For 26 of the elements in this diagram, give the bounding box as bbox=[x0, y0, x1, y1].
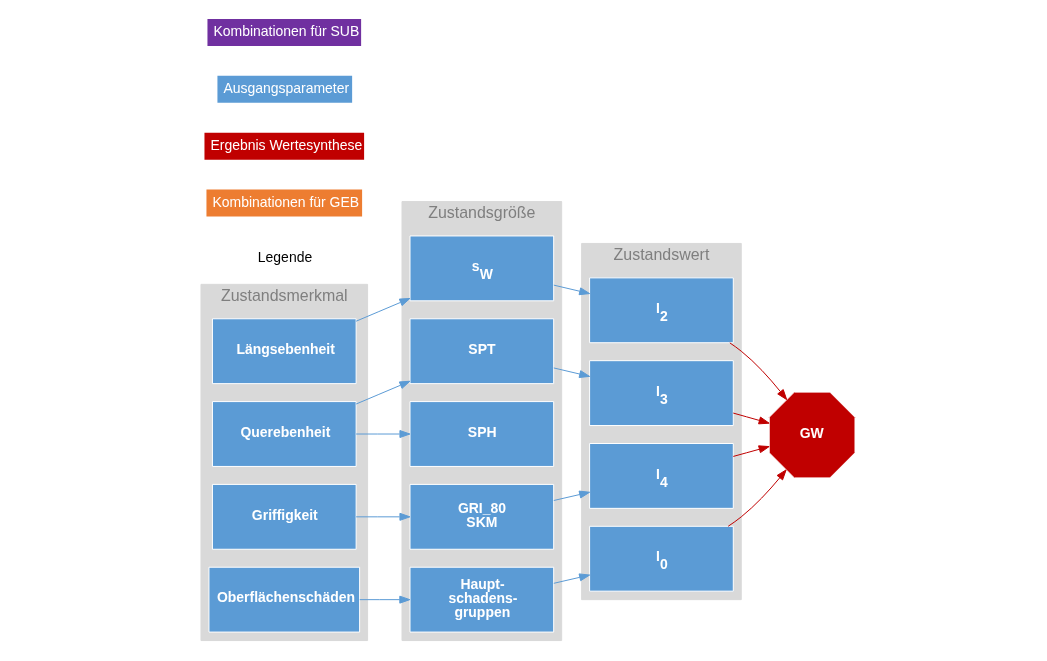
arrow bbox=[552, 573, 590, 584]
legend-label: Kombinationen für GEB bbox=[211, 193, 359, 210]
node-box: GRI_80 SKM bbox=[409, 483, 554, 550]
arrow bbox=[552, 284, 590, 296]
arrow bbox=[358, 595, 410, 604]
arrow bbox=[552, 367, 590, 378]
node-box: Oberflächenschäden bbox=[207, 566, 360, 633]
node-box: Haupt- schadens- gruppen bbox=[409, 566, 554, 633]
arrow bbox=[355, 512, 410, 521]
arrow bbox=[727, 469, 787, 527]
arrow bbox=[355, 380, 410, 405]
arrow bbox=[732, 412, 770, 425]
node-box: Längsebenheit bbox=[211, 318, 357, 385]
arrow bbox=[728, 342, 787, 401]
arrow bbox=[355, 430, 410, 438]
node-box: SPH bbox=[409, 401, 554, 467]
legend-label: Ausgangsparameter bbox=[222, 79, 349, 96]
node-box: Griffigkeit bbox=[211, 483, 357, 550]
legend-label: Kombinationen für SUB bbox=[212, 23, 359, 40]
legend-label: Ergebnis Wertesynthese bbox=[209, 136, 362, 153]
node-box: Querebenheit bbox=[211, 401, 357, 467]
label: Legende bbox=[257, 249, 312, 266]
arrow bbox=[355, 297, 410, 322]
arrow bbox=[732, 445, 770, 457]
arrow bbox=[552, 490, 590, 501]
node-box: SPT bbox=[409, 318, 554, 385]
